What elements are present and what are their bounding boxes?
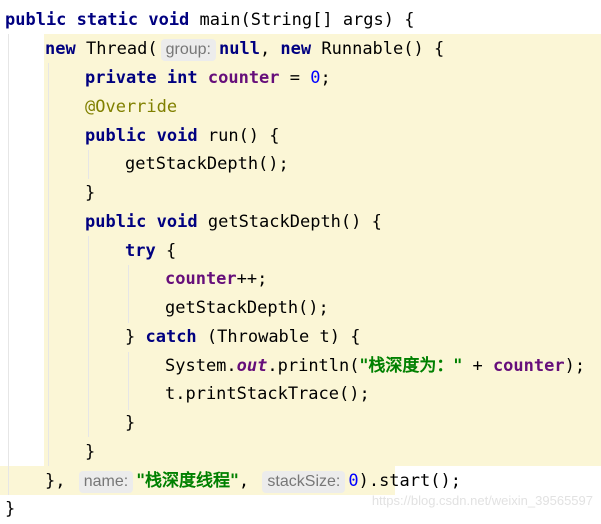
code-line-3: private int counter = 0; [85,68,331,88]
code-line-9: try { [125,241,177,261]
indent-guide [88,150,89,179]
code-line-16: } [85,442,96,462]
code-line-14: t.printStackTrace(); [165,384,370,404]
code-line-7: } [85,183,96,203]
param-hint-stacksize: stackSize: [262,471,346,493]
code-line-11: getStackDepth(); [165,298,329,318]
indent-guide [8,34,9,495]
code-line-13: System.out.println("栈深度为：" + counter); [165,356,586,376]
code-line-1: public static void main(String[] args) { [5,10,415,30]
indent-guide [128,352,129,410]
indent-guide [88,236,89,437]
param-hint-group: group: [160,39,216,61]
code-line-6: getStackDepth(); [125,154,289,174]
code-line-15: } [125,413,136,433]
code-line-5: public void run() { [85,126,280,146]
code-line-18: } [5,499,16,519]
indent-guide [48,63,49,466]
code-line-12: } catch (Throwable t) { [125,327,361,347]
watermark: https://blog.csdn.net/weixin_39565597 [371,493,593,508]
code-line-10: counter++; [165,269,268,289]
code-line-17: }, name:"栈深度线程", stackSize:0).start(); [45,471,461,493]
indent-guide [128,265,129,323]
code-line-4: @Override [85,97,178,117]
code-line-2: new Thread(group:null, new Runnable() { [45,39,445,61]
param-hint-name: name: [78,471,134,493]
code-line-8: public void getStackDepth() { [85,212,382,232]
anonymous-class-highlight [44,34,601,466]
